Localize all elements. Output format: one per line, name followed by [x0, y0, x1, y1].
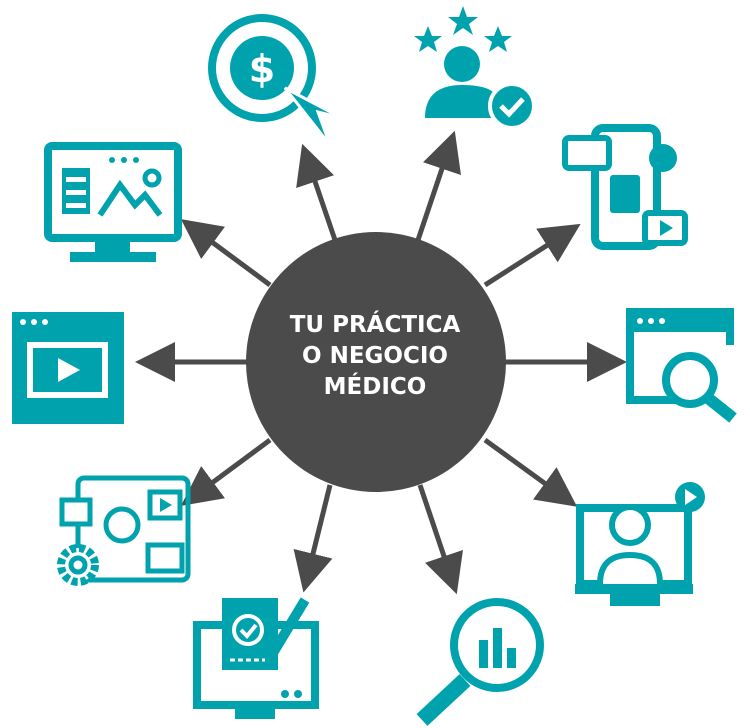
center-line-1: TU PRÁCTICA: [289, 312, 461, 338]
search-window-icon: [626, 308, 737, 423]
arrow-chart: [417, 484, 463, 595]
svg-text:$: $: [249, 47, 275, 91]
arrow-user: [415, 130, 461, 241]
video-window-icon: [12, 312, 124, 424]
dollar-click-icon: $: [208, 14, 343, 146]
arrow-phone: [483, 223, 581, 288]
center-label: TU PRÁCTICA O NEGOCIO MÉDICO: [245, 310, 505, 403]
center-line-3: MÉDICO: [323, 374, 427, 400]
center-circle: [246, 232, 506, 492]
arrows: [135, 130, 627, 595]
arrow-document: [293, 484, 333, 593]
arrow-video-call: [483, 437, 578, 507]
content-settings-icon: [57, 475, 191, 586]
image-monitor-icon: [44, 142, 182, 262]
rated-user-icon: [414, 6, 536, 130]
center-line-2: O NEGOCIO: [302, 343, 448, 369]
document-sign-icon: [193, 597, 319, 719]
video-call-icon: [575, 482, 705, 606]
chart-magnifier-icon: [416, 598, 544, 726]
social-phone-icon: [562, 124, 688, 250]
arrow-settings: [180, 437, 272, 506]
arrow-monitor: [180, 219, 272, 288]
arrow-dollar: [296, 143, 338, 241]
